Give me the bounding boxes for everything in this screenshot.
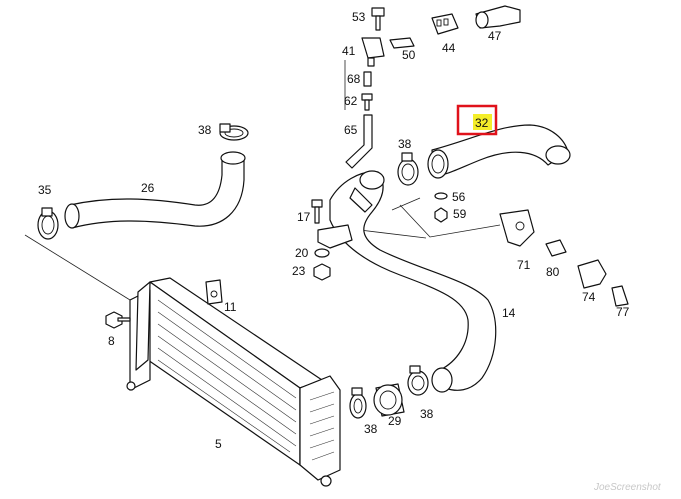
watermark: JoeScreenshot [593,482,662,493]
clamp-38-bottom-left [349,387,367,419]
terminal-80 [545,239,567,257]
part-label-68: 68 [347,72,361,86]
part-label-17: 17 [297,210,311,224]
highlight-box [456,104,498,136]
fitting-62 [361,93,373,111]
part-label-23: 23 [292,264,306,278]
connector-47 [475,5,521,29]
part-label-53: 53 [352,10,366,24]
bolt-53 [371,7,385,31]
hose-26 [64,151,246,229]
sleeve-29 [373,383,405,417]
intercooler-core [126,277,341,487]
part-label-35: 35 [38,183,52,197]
washer-20 [314,248,330,258]
part-label-38-upper-right: 38 [398,137,412,151]
part-label-65: 65 [344,123,358,137]
part-label-11: 11 [224,300,237,314]
part-label-80: 80 [546,265,560,279]
clamp-35 [37,207,59,240]
part-label-20: 20 [295,246,309,260]
part-label-29: 29 [388,414,402,428]
connector-44 [431,13,459,35]
sensor-41 [361,37,385,67]
part-label-8: 8 [108,334,115,348]
nut-59 [434,207,448,223]
part-label-38-bottom-right: 38 [420,407,434,421]
part-label-71: 71 [517,258,531,272]
part-label-26: 26 [141,181,155,195]
washer-56 [434,192,448,200]
part-label-47: 47 [488,29,502,43]
hose-32 [427,124,571,179]
clamp-38-upper-right [397,152,419,186]
bracket-hose-support [317,187,373,249]
bracket-11 [205,279,223,305]
part-label-56: 56 [452,190,466,204]
bolt-8 [105,311,131,329]
clamp-38-top-left [219,123,249,141]
line-65 [345,114,373,169]
part-label-77: 77 [616,305,630,319]
nut-23 [313,263,331,281]
part-label-5: 5 [215,437,222,451]
part-label-38-bottom-left: 38 [364,422,378,436]
hose-14 [329,170,497,393]
part-label-14: 14 [502,306,516,320]
connector-74 [577,259,607,289]
clamp-38-bottom-right [407,365,429,396]
highlight-label-bg [473,114,492,130]
bolt-17 [311,199,323,224]
part-label-32: 32 [475,116,489,130]
part-label-59: 59 [453,207,467,221]
part-label-41: 41 [342,44,356,58]
part-label-62: 62 [344,94,358,108]
part-label-44: 44 [442,41,456,55]
part-labels: 53 44 47 41 50 68 62 65 32 38 38 35 26 5… [38,10,630,451]
part-label-50: 50 [402,48,416,62]
plug-77 [611,285,629,307]
part-label-38-top-left: 38 [198,123,212,137]
sensor-71 [499,209,535,247]
clip-50 [389,37,415,49]
leader-lines [24,60,501,301]
part-label-74: 74 [582,290,596,304]
fitting-68 [363,71,372,87]
